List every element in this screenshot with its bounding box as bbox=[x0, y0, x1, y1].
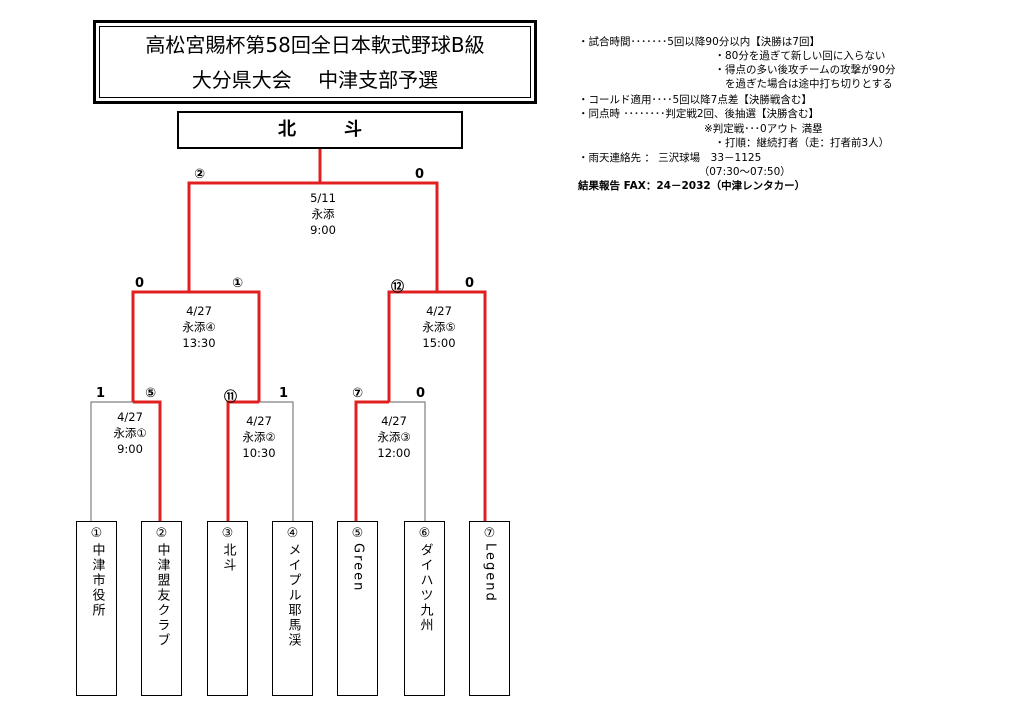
score-r1c-left: ⑦ bbox=[352, 386, 364, 401]
winner-path-team7 bbox=[437, 290, 487, 522]
champion-box: 北斗 bbox=[177, 111, 463, 149]
score-r1a-right: ⑤ bbox=[145, 386, 157, 401]
team-box-1: ① 中津市役所 bbox=[76, 521, 117, 696]
match-info-r1a: 4/27 永添① 9:00 bbox=[100, 409, 160, 457]
team-number: ④ bbox=[286, 526, 299, 541]
team-name: 中津市役所 bbox=[89, 543, 105, 618]
match-venue: 永添④ bbox=[182, 320, 216, 334]
title-line-1: 高松宮賜杯第58回全日本軟式野球B級 bbox=[145, 33, 485, 57]
match-venue: 永添⑤ bbox=[422, 320, 456, 334]
note-line: ・打順：継続打者（走：打者前3人） bbox=[578, 137, 890, 149]
team-name: メイプル耶馬渓 bbox=[285, 543, 301, 648]
match-time: 13:30 bbox=[182, 336, 216, 350]
match-date: 4/27 bbox=[246, 414, 272, 428]
note-report-line: 結果報告 FAX：24－2032（中津レンタカー） bbox=[578, 180, 806, 192]
team-box-5: ⑤ Green bbox=[337, 521, 378, 696]
team-name: 北斗 bbox=[220, 543, 236, 573]
match-date: 4/27 bbox=[117, 410, 143, 424]
team-number: ⑦ bbox=[483, 526, 496, 541]
match-time: 10:30 bbox=[242, 446, 276, 460]
note-line: ・同点時 ････････判定戦2回、後抽選【決勝含む】 bbox=[578, 108, 820, 120]
team-box-4: ④ メイプル耶馬渓 bbox=[272, 521, 313, 696]
match-venue: 永添① bbox=[113, 426, 147, 440]
winner-path-r1a bbox=[131, 290, 189, 402]
score-final-right: 0 bbox=[415, 167, 425, 182]
team-number: ⑤ bbox=[351, 526, 364, 541]
match-time: 9:00 bbox=[310, 223, 336, 237]
winner-path-semi1 bbox=[187, 181, 320, 292]
match-time: 12:00 bbox=[377, 446, 411, 460]
score-r1b-left: ⑪ bbox=[224, 390, 238, 405]
score-semi2-left: ⑫ bbox=[391, 280, 405, 295]
winner-path-r1b bbox=[189, 290, 261, 402]
match-venue: 永添③ bbox=[377, 430, 411, 444]
loser-path-team1 bbox=[90, 401, 133, 522]
loser-path-team4 bbox=[259, 401, 294, 522]
match-date: 4/27 bbox=[381, 414, 407, 428]
match-date: 4/27 bbox=[186, 304, 212, 318]
score-r1c-right: 0 bbox=[416, 386, 426, 401]
match-info-semi1: 4/27 永添④ 13:30 bbox=[168, 303, 230, 351]
match-info-semi2: 4/27 永添⑤ 15:00 bbox=[408, 303, 470, 351]
score-semi1-left: 0 bbox=[135, 276, 145, 291]
match-date: 4/27 bbox=[426, 304, 452, 318]
team-number: ③ bbox=[221, 526, 234, 541]
team-name: ダイハツ九州 bbox=[417, 543, 433, 633]
team-number: ② bbox=[155, 526, 168, 541]
winner-path-semi2 bbox=[320, 181, 439, 292]
match-time: 9:00 bbox=[117, 442, 143, 456]
winner-path-r1c bbox=[387, 290, 437, 402]
note-line: ・得点の多い後攻チームの攻撃が90分 bbox=[578, 64, 896, 76]
score-r1a-left: 1 bbox=[96, 386, 106, 401]
tournament-title-box: 高松宮賜杯第58回全日本軟式野球B級 大分県大会 中津支部予選 bbox=[93, 20, 537, 104]
team-number: ① bbox=[90, 526, 103, 541]
match-venue: 永添② bbox=[242, 430, 276, 444]
team-box-6: ⑥ ダイハツ九州 bbox=[404, 521, 445, 696]
team-box-3: ③ 北斗 bbox=[207, 521, 248, 696]
match-venue: 永添 bbox=[311, 207, 335, 221]
note-line: ・コールド適用････5回以降7点差【決勝戦含む】 bbox=[578, 94, 812, 106]
match-date: 5/11 bbox=[310, 191, 336, 205]
note-line: （07:30～07:50） bbox=[578, 166, 791, 178]
match-info-r1b: 4/27 永添② 10:30 bbox=[229, 413, 289, 461]
winner-paths bbox=[131, 149, 487, 522]
note-line: を過ぎた場合は途中打ち切りとする bbox=[578, 78, 893, 90]
score-final-left: ② bbox=[194, 167, 206, 182]
winner-path-team3 bbox=[226, 400, 259, 522]
match-info-r1c: 4/27 永添③ 12:00 bbox=[364, 413, 424, 461]
score-semi1-right: ① bbox=[232, 276, 244, 291]
score-semi2-right: 0 bbox=[465, 276, 475, 291]
team-name: 中津盟友クラブ bbox=[154, 543, 170, 648]
note-line: ・試合時間･･･････5回以降90分以内【決勝は7回】 bbox=[578, 36, 820, 48]
winner-path-team5 bbox=[354, 400, 389, 522]
winner-path-team2 bbox=[133, 400, 162, 522]
team-name: Legend bbox=[482, 543, 498, 603]
note-line: ※判定戦･･･0アウト 満塁 bbox=[578, 123, 823, 135]
team-name: Green bbox=[350, 543, 366, 593]
score-r1b-right: 1 bbox=[279, 386, 289, 401]
loser-path-team6 bbox=[389, 401, 426, 522]
team-number: ⑥ bbox=[418, 526, 431, 541]
team-box-7: ⑦ Legend bbox=[469, 521, 510, 696]
match-time: 15:00 bbox=[422, 336, 456, 350]
match-info-final: 5/11 永添 9:00 bbox=[296, 190, 350, 238]
team-box-2: ② 中津盟友クラブ bbox=[141, 521, 182, 696]
note-line: ・雨天連絡先 ： 三沢球場 33－1125 bbox=[578, 152, 762, 164]
note-line: ・80分を過ぎて新しい回に入らない bbox=[578, 50, 886, 62]
title-line-2: 大分県大会 中津支部予選 bbox=[191, 68, 439, 92]
